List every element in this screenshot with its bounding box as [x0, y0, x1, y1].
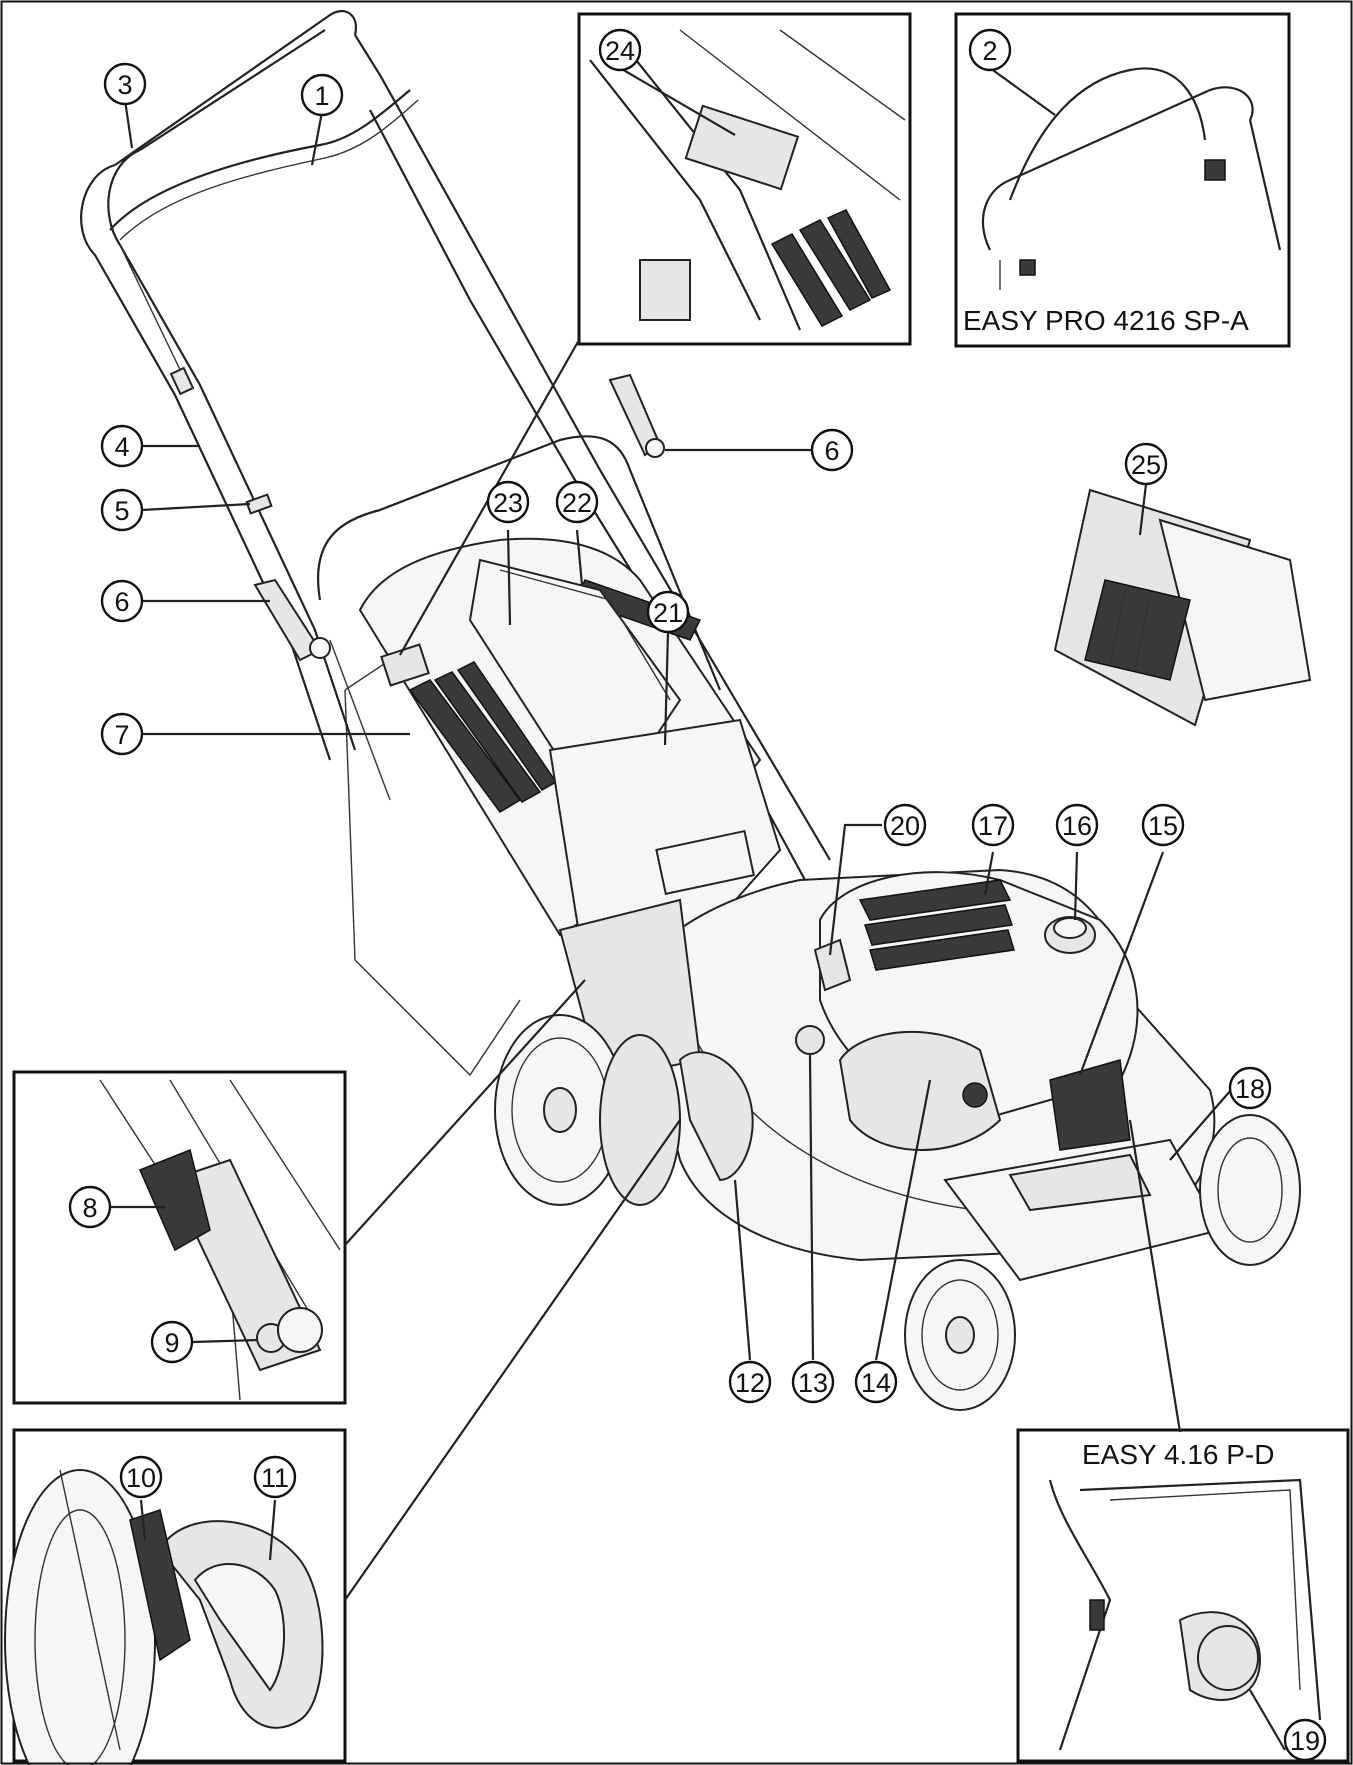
callout-15: 15 [1141, 803, 1185, 847]
inset-24-vents [770, 209, 892, 327]
callout-11: 11 [253, 1455, 297, 1499]
svg-text:3: 3 [117, 70, 132, 100]
svg-text:10: 10 [126, 1463, 156, 1493]
callout-2: 2 [968, 28, 1012, 72]
svg-text:11: 11 [261, 1463, 289, 1493]
svg-text:16: 16 [1062, 811, 1092, 841]
svg-text:25: 25 [1131, 450, 1161, 480]
wheel-rear-inner [599, 1034, 681, 1206]
wheel-front-right [1199, 1114, 1301, 1266]
svg-text:23: 23 [493, 488, 523, 518]
callout-7: 7 [100, 712, 144, 756]
callout-19: 19 [1283, 1718, 1327, 1762]
svg-text:13: 13 [798, 1368, 828, 1398]
svg-text:21: 21 [653, 598, 683, 628]
callout-17: 17 [971, 803, 1015, 847]
callout-20: 20 [883, 803, 927, 847]
callout-24: 24 [598, 28, 642, 72]
svg-text:2: 2 [982, 36, 997, 66]
svg-text:12: 12 [735, 1368, 765, 1398]
callout-13: 13 [791, 1360, 835, 1404]
svg-text:15: 15 [1148, 811, 1178, 841]
svg-text:14: 14 [861, 1368, 891, 1398]
inset-19-pd-detail: EASY 4.16 P-D [1016, 1428, 1350, 1763]
inset-2-pro-bail: EASY PRO 4216 SP-A [954, 12, 1291, 348]
callout-3: 3 [103, 62, 147, 106]
callout-6-right: 6 [810, 428, 854, 472]
svg-text:1: 1 [314, 81, 329, 111]
svg-text:22: 22 [562, 488, 592, 518]
callout-21: 21 [646, 590, 690, 634]
bag-vents [408, 661, 558, 813]
callout-23: 23 [486, 480, 530, 524]
callout-4: 4 [100, 424, 144, 468]
svg-text:18: 18 [1235, 1074, 1265, 1104]
callout-14: 14 [854, 1360, 898, 1404]
svg-text:9: 9 [164, 1328, 179, 1358]
callout-16: 16 [1055, 803, 1099, 847]
svg-text:17: 17 [978, 811, 1008, 841]
callout-12: 12 [728, 1360, 772, 1404]
leader-lines [110, 67, 1286, 1751]
callout-9: 9 [150, 1320, 194, 1364]
svg-text:19: 19 [1290, 1726, 1320, 1756]
inset-24-label-detail [577, 12, 912, 346]
callout-10: 10 [119, 1455, 163, 1499]
inset-10-11-detail [4, 1428, 347, 1765]
callout-22: 22 [555, 480, 599, 524]
callout-5: 5 [100, 488, 144, 532]
inset-2-model-caption: EASY PRO 4216 SP-A [963, 305, 1249, 336]
engine-grille [858, 879, 1015, 971]
svg-text:6: 6 [824, 436, 839, 466]
mower-main-drawing [80, 10, 1301, 1411]
callout-25: 25 [1124, 442, 1168, 486]
callout-8: 8 [68, 1185, 112, 1229]
svg-text:7: 7 [114, 720, 129, 750]
inset-19-model-caption: EASY 4.16 P-D [1082, 1439, 1274, 1470]
callouts: 3 1 24 2 4 5 6 6 7 25 23 22 21 20 17 16 … [68, 28, 1327, 1762]
callout-18: 18 [1228, 1066, 1272, 1110]
item-25-bag-indicator [1053, 488, 1312, 727]
svg-text:24: 24 [605, 36, 635, 66]
callout-6-left: 6 [100, 579, 144, 623]
svg-text:6: 6 [114, 587, 129, 617]
wheel-front-left [904, 1259, 1016, 1411]
svg-text:4: 4 [114, 432, 129, 462]
svg-text:8: 8 [82, 1193, 97, 1223]
callout-1: 1 [300, 73, 344, 117]
svg-text:5: 5 [114, 496, 129, 526]
svg-text:20: 20 [890, 811, 920, 841]
